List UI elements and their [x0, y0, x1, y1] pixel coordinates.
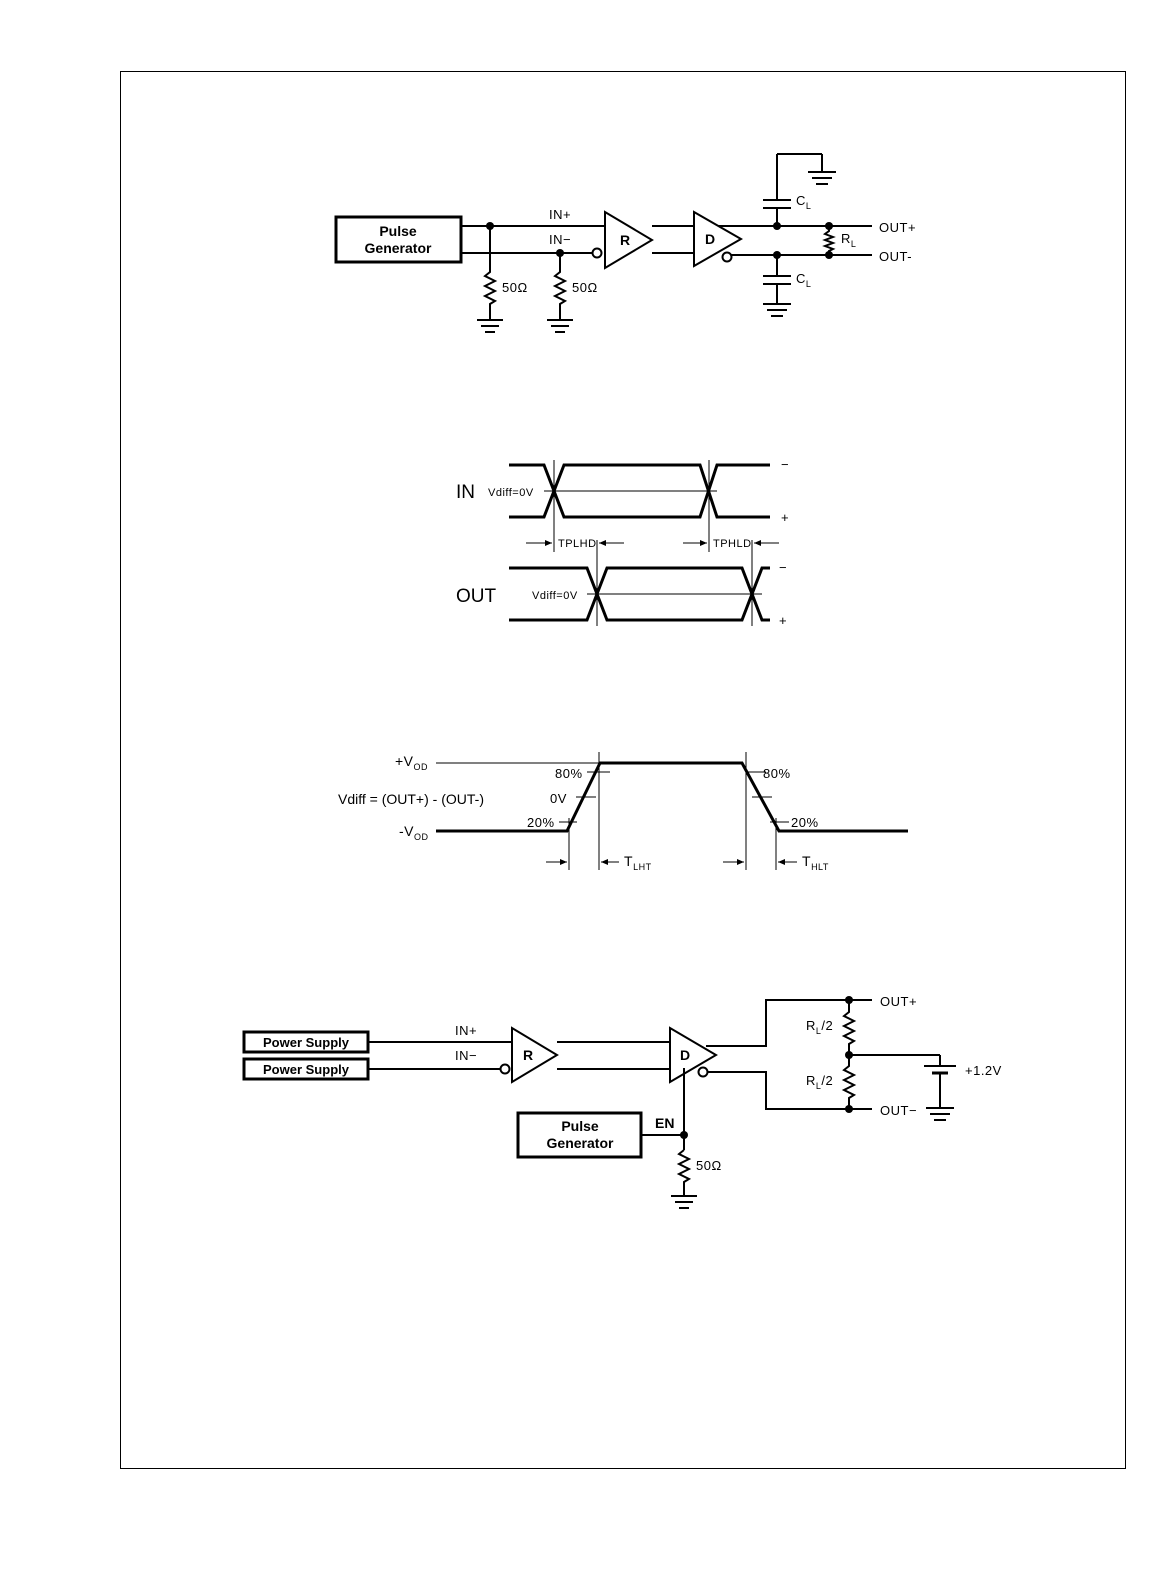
- fig4-en-label: EN: [655, 1115, 674, 1131]
- fig4-out-plus-label: OUT+: [880, 994, 917, 1009]
- fig1-receiver-label: R: [620, 232, 630, 248]
- fig4-rl1-label: RL/2: [806, 1018, 833, 1036]
- fig1-in-minus-label: IN−: [549, 232, 571, 247]
- fig3-p80-left: 80%: [555, 766, 583, 781]
- fig3-vdiff: Vdiff = (OUT+) - (OUT-): [338, 791, 484, 807]
- fig3-tlht-head-r: [601, 859, 608, 865]
- fig2-out-vdiff: Vdiff=0V: [532, 590, 578, 602]
- fig3-vod-plus: +VOD: [395, 753, 428, 772]
- fig4-in-plus-label: IN+: [455, 1023, 477, 1038]
- fig4-rl2-label: RL/2: [806, 1073, 833, 1091]
- fig4-en-resistor: [671, 1150, 697, 1208]
- fig1-driver-label: D: [705, 231, 715, 247]
- fig1-cl-bot-label: CL: [796, 271, 811, 289]
- fig3-thlt-head-l: [737, 859, 744, 865]
- fig1-out-minus-label: OUT-: [879, 249, 912, 264]
- fig4-out-plus-wire: [706, 1000, 872, 1046]
- fig4-driver-label: D: [680, 1047, 690, 1063]
- fig3-waveform: [436, 763, 908, 831]
- fig1-cap-bottom: [763, 255, 791, 316]
- fig4-receiver-bubble: [501, 1065, 510, 1074]
- fig3-vod-minus: -VOD: [399, 823, 429, 842]
- fig1-res1-label: 50Ω: [502, 280, 528, 295]
- fig2-tplhd-head-l: [545, 540, 552, 546]
- fig4-res-label: 50Ω: [696, 1158, 722, 1173]
- fig2-out-minus: −: [779, 560, 787, 575]
- fig1-pulse-label-2: Generator: [365, 240, 432, 256]
- fig1-res2-label: 50Ω: [572, 280, 598, 295]
- fig1-driver-triangle: [694, 212, 741, 266]
- fig1-pulse-label-1: Pulse: [379, 223, 417, 239]
- fig3-thlt-head-r: [778, 859, 785, 865]
- fig2-in-label: IN: [456, 482, 475, 503]
- fig1-receiver-bubble: [593, 249, 602, 258]
- fig1-cl-top-label: CL: [796, 193, 811, 211]
- fig4-rl1-resistor: [844, 1000, 854, 1055]
- fig1-driver-bubble: [723, 253, 732, 262]
- fig4-in-minus-label: IN−: [455, 1048, 477, 1063]
- fig3-p20-left: 20%: [527, 815, 555, 830]
- fig2-in-minus: −: [781, 457, 789, 472]
- fig4-out-minus-label: OUT−: [880, 1103, 917, 1118]
- fig2-out-plus: +: [779, 613, 787, 628]
- fig3-p20-right: 20%: [791, 815, 819, 830]
- fig3-tlht-head-l: [560, 859, 567, 865]
- fig2-tplhd: TPLHD: [558, 538, 597, 550]
- fig3-transition-time: +VOD Vdiff = (OUT+) - (OUT-) -VOD 80% 0V…: [338, 752, 908, 872]
- fig4-en-node: [680, 1131, 688, 1139]
- fig4-driver-triangle: [670, 1028, 716, 1082]
- fig1-cap-top: [763, 154, 836, 226]
- fig4-ps1-label: Power Supply: [263, 1035, 350, 1050]
- fig3-thlt: THLT: [802, 853, 829, 872]
- fig4-driver-bubble: [699, 1068, 708, 1077]
- fig4-pulse-label-1: Pulse: [561, 1118, 599, 1134]
- fig1-resistor-1: [477, 226, 503, 332]
- fig4-rl2-resistor: [844, 1055, 854, 1109]
- fig2-tphld: TPHLD: [713, 538, 752, 550]
- fig3-p0v: 0V: [550, 791, 567, 806]
- fig4-pulse-label-2: Generator: [547, 1135, 614, 1151]
- fig4-tristate-circuit: Power Supply Power Supply IN+ IN− R D OU…: [244, 994, 1002, 1208]
- fig3-p80-right: 80%: [763, 766, 791, 781]
- fig1-rl-label: RL: [841, 231, 856, 249]
- fig2-out-label: OUT: [456, 586, 497, 607]
- fig4-ps2-label: Power Supply: [263, 1062, 350, 1077]
- fig1-rl-resistor: [825, 226, 833, 255]
- fig1-resistor-2: [547, 253, 573, 332]
- fig2-in-plus: +: [781, 510, 789, 525]
- fig3-tlht: TLHT: [624, 853, 652, 872]
- fig1-in-plus-label: IN+: [549, 207, 571, 222]
- fig4-supply-label: +1.2V: [965, 1063, 1002, 1078]
- fig1-out-plus-label: OUT+: [879, 220, 916, 235]
- fig2-tplhd-head-r: [599, 540, 606, 546]
- fig2-in-vdiff: Vdiff=0V: [488, 487, 534, 499]
- fig4-receiver-triangle: [512, 1028, 557, 1082]
- fig2-propagation-delay: IN OUT Vdiff=0V − + TPLHD TPHLD Vdiff=0V: [456, 457, 789, 628]
- fig4-receiver-label: R: [523, 1047, 533, 1063]
- fig1-test-circuit: Pulse Generator IN+ IN− 50Ω 50Ω R: [336, 154, 916, 332]
- fig2-tphld-head-r: [754, 540, 761, 546]
- fig2-tphld-head-l: [700, 540, 707, 546]
